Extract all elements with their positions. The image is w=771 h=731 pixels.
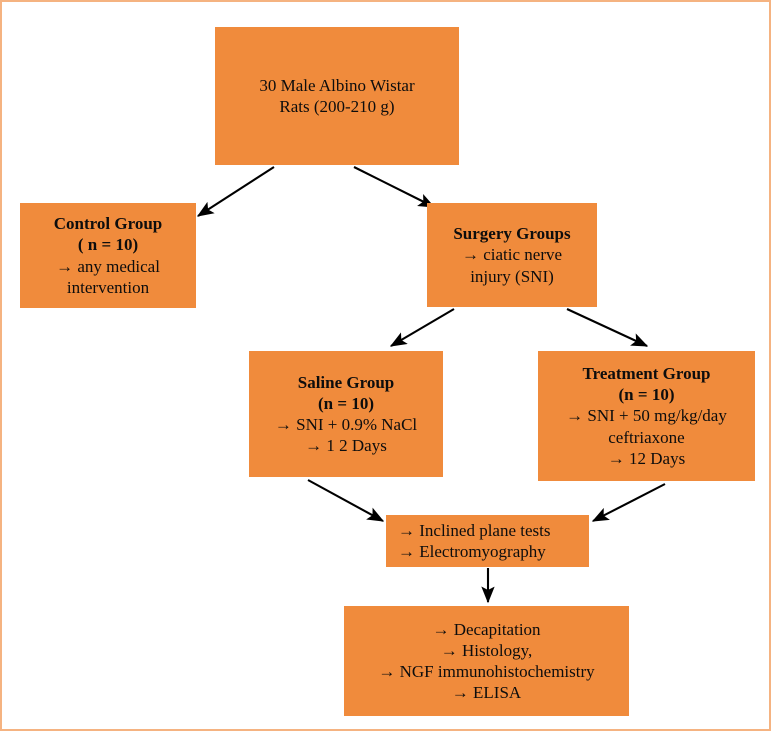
node-text-line: → 12 Days	[607, 448, 686, 468]
node-text-line: (n = 10)	[618, 385, 675, 405]
edge-cohort-to-control	[196, 166, 275, 217]
node-text-line: → Inclined plane tests	[398, 520, 551, 540]
node-text-line: ceftriaxone	[608, 427, 685, 447]
node-text-line: → Histology,	[440, 640, 533, 660]
node-text-line: ( n = 10)	[77, 235, 139, 255]
node-text-line: → SNI + 50 mg/kg/day	[566, 406, 727, 426]
node-text-line: → ciatic nerve	[461, 245, 563, 265]
node-text-line: → SNI + 0.9% NaCl	[274, 415, 418, 434]
node-saline-group: Saline Group(n = 10) → SNI + 0.9% NaCl → 1…	[249, 351, 443, 477]
node-text-line: → Electromyography	[398, 542, 546, 561]
edge-surgery-to-saline	[389, 308, 455, 347]
edge-treatment-to-tests	[591, 483, 666, 522]
node-terminal-analyses: → Decapitation→ Histology, → NGF immunohi…	[344, 606, 629, 716]
node-text-line: Surgery Groups	[453, 224, 571, 244]
node-functional-tests: → Inclined plane tests → Electromyography	[386, 515, 589, 567]
node-text-line: → 1 2 Days	[305, 436, 387, 456]
node-text-line: Treatment Group	[582, 364, 711, 384]
edge-surgery-to-treatment	[566, 308, 649, 347]
node-text-line: 30 Male Albino Wistar	[259, 75, 415, 95]
node-text-line: injury (SNI)	[470, 266, 554, 286]
node-text-line: → NGF immunohistochemistry	[378, 662, 595, 681]
node-text-line: Rats (200-210 g)	[279, 97, 395, 116]
node-text-line: (n = 10)	[318, 393, 374, 413]
node-text-line: → any medical	[56, 256, 160, 276]
edge-saline-to-tests	[307, 479, 385, 522]
node-text-line: intervention	[66, 277, 150, 297]
node-text-line: → ELISA	[451, 683, 522, 703]
node-text-line: → Decapitation	[432, 619, 541, 639]
node-treatment-group: Treatment Group(n = 10)→ SNI + 50 mg/kg/…	[538, 351, 755, 481]
node-text-line: Saline Group	[297, 372, 395, 392]
edge-cohort-to-surgery	[353, 166, 436, 208]
node-text-line: Control Group	[53, 214, 163, 234]
